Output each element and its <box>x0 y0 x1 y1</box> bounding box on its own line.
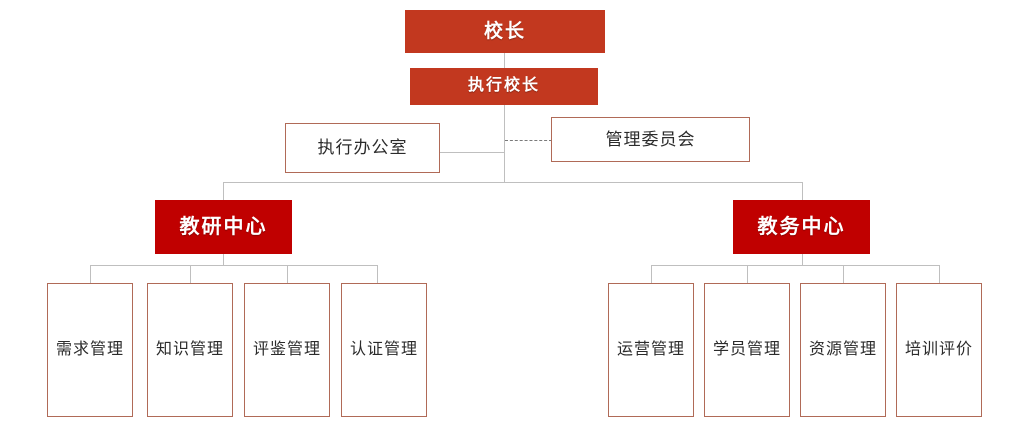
connector-drop-operation-management <box>651 265 652 283</box>
node-executive-principal[interactable]: 执行校长 <box>410 68 598 105</box>
node-principal[interactable]: 校长 <box>405 10 605 53</box>
node-knowledge-management[interactable]: 知识管理 <box>147 283 233 417</box>
node-evaluation-management[interactable]: 评鉴管理 <box>244 283 330 417</box>
connector-drop-knowledge-management <box>190 265 191 283</box>
node-operation-management[interactable]: 运营管理 <box>608 283 694 417</box>
connector-drop-research-center <box>223 182 224 201</box>
node-training-evaluation[interactable]: 培训评价 <box>896 283 982 417</box>
connector-to-management-committee <box>505 140 552 141</box>
node-resource-management[interactable]: 资源管理 <box>800 283 886 417</box>
node-certification-management[interactable]: 认证管理 <box>341 283 427 417</box>
node-research-center[interactable]: 教研中心 <box>155 200 292 254</box>
connector-principal-to-exec <box>504 53 505 68</box>
node-academic-center[interactable]: 教务中心 <box>733 200 870 254</box>
node-executive-office[interactable]: 执行办公室 <box>285 123 440 173</box>
connector-drop-academic-center <box>802 182 803 201</box>
connector-drop-training-evaluation <box>939 265 940 283</box>
connector-exec-trunk <box>504 105 505 183</box>
node-management-committee[interactable]: 管理委员会 <box>551 117 750 162</box>
connector-research-center-stem <box>223 254 224 265</box>
connector-centers-bus <box>223 182 803 183</box>
connector-academic-children-bus <box>651 265 939 266</box>
connector-academic-center-stem <box>802 254 803 265</box>
node-student-management[interactable]: 学员管理 <box>704 283 790 417</box>
connector-drop-resource-management <box>843 265 844 283</box>
node-demand-management[interactable]: 需求管理 <box>47 283 133 417</box>
connector-drop-evaluation-management <box>287 265 288 283</box>
connector-to-executive-office <box>440 152 505 153</box>
connector-drop-demand-management <box>90 265 91 283</box>
connector-drop-certification-management <box>377 265 378 283</box>
connector-research-children-bus <box>90 265 377 266</box>
connector-drop-student-management <box>747 265 748 283</box>
